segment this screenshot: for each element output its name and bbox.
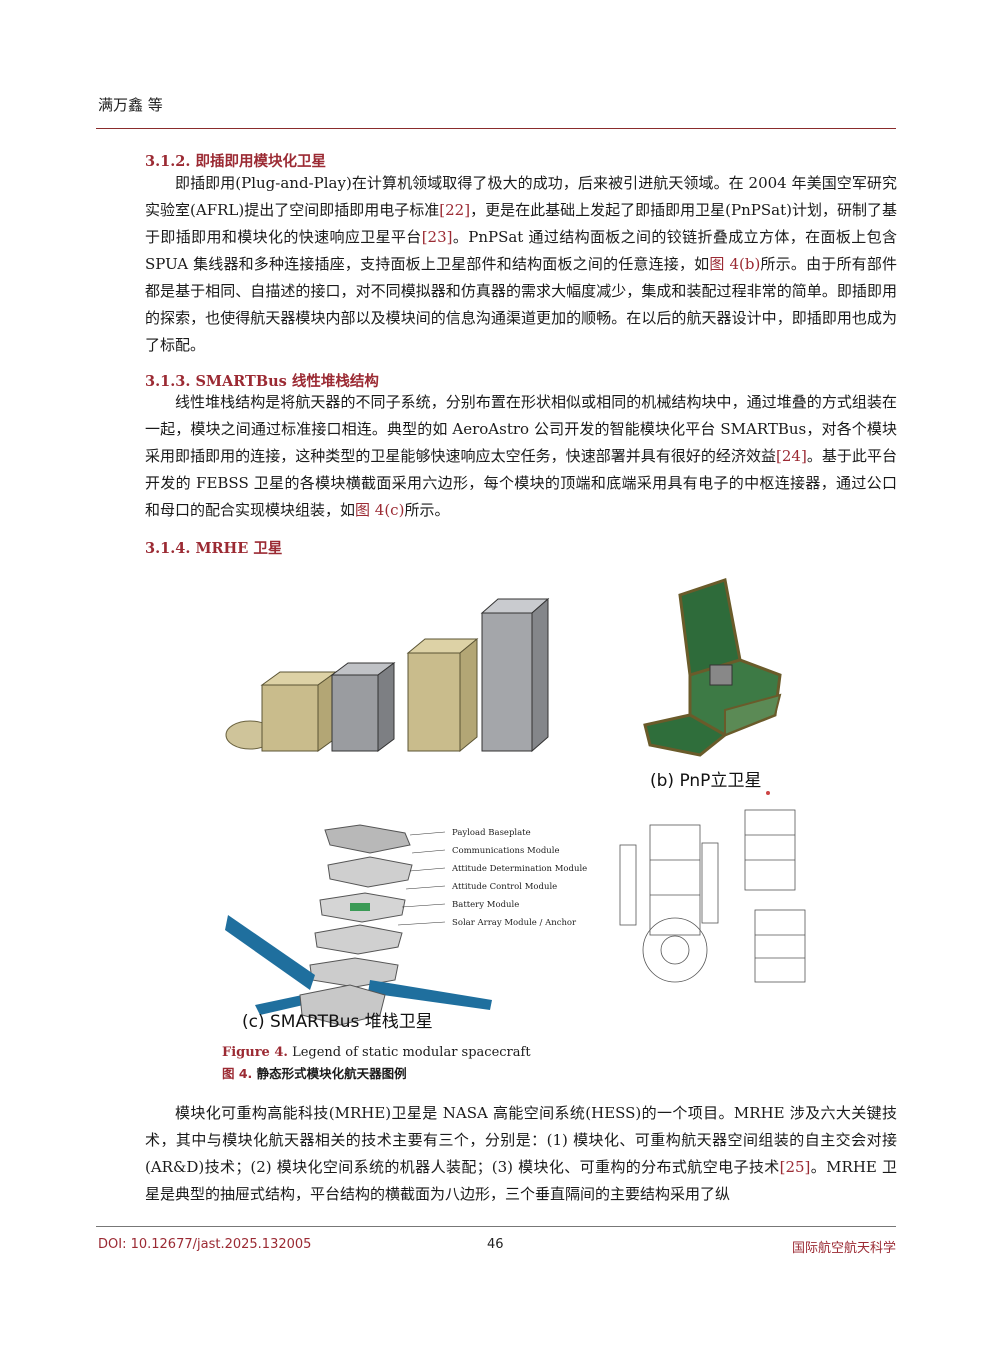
legend-item-4: Attitude Control Module xyxy=(451,882,557,892)
figure-caption-label-cn: 图 4. xyxy=(222,1066,253,1081)
legend-item-3: Attitude Determination Module xyxy=(451,864,587,874)
cubesat-family-image xyxy=(225,597,550,753)
citation-link[interactable]: [22] xyxy=(439,201,471,219)
footer-doi: DOI: 10.12677/jast.2025.132005 xyxy=(98,1237,312,1252)
paragraph-text: ，更是在此基础上发起了即插即用卫星(PnPSat)计划，研制了基于即插即用和模块… xyxy=(145,201,897,246)
pnp-satellite-image: (b) PnP立卫星 xyxy=(643,578,782,791)
figure-label-c: (c) SMARTBus 堆栈卫星 xyxy=(242,1012,433,1032)
paragraph-text: 。MRHE 卫星是典型的抽屉式结构，平台结构的横截面为八边形，三个垂直隔间的主要… xyxy=(145,1158,898,1203)
legend-item-2: Communications Module xyxy=(452,846,560,856)
footer-divider xyxy=(96,1226,896,1227)
footer-journal: 国际航空航天科学 xyxy=(791,1241,896,1256)
figure-label-b: (b) PnP立卫星 xyxy=(650,771,761,791)
running-header-author: 满万鑫 等 xyxy=(98,96,163,114)
citation-link[interactable]: [23] xyxy=(421,228,453,246)
figure-caption-text-cn: 静态形式模块化航天器图例 xyxy=(252,1066,407,1081)
figure-caption-label-en: Figure 4. xyxy=(222,1045,288,1060)
mrhe-line-drawing-image xyxy=(619,791,806,983)
paragraph-text: 。基于此平台开发的 FEBSS 卫星的各模块横截面采用六边形，每个模块的顶端和底… xyxy=(145,447,897,519)
paragraph-smartbus: 线性堆栈结构是将航天器的不同子系统，分别布置在形状相似或相同的机械结构块中，通过… xyxy=(145,389,897,524)
citation-link[interactable]: 图 4(b) xyxy=(709,255,761,273)
paragraph-text: 所示。由于所有部件都是基于相同、自描述的接口，对不同模拟器和仿真器的需求大幅度减… xyxy=(145,255,898,354)
section-heading-3-1-4: 3.1.4. MRHE 卫星 xyxy=(145,540,283,557)
paragraph-text: 模块化可重构高能科技(MRHE)卫星是 NASA 高能空间系统(HESS)的一个… xyxy=(145,1104,897,1176)
citation-link[interactable]: 图 4(c) xyxy=(355,501,405,519)
paragraph-text: 线性堆栈结构是将航天器的不同子系统，分别布置在形状相似或相同的机械结构块中，通过… xyxy=(145,393,897,465)
legend-item-1: Payload Baseplate xyxy=(452,828,531,838)
smartbus-stack-image: (c) SMARTBus 堆栈卫星 xyxy=(225,824,492,1032)
header-divider xyxy=(96,128,896,129)
legend-item-5: Battery Module xyxy=(452,900,519,910)
paragraph-mrhe: 模块化可重构高能科技(MRHE)卫星是 NASA 高能空间系统(HESS)的一个… xyxy=(145,1100,897,1208)
smartbus-legend: Payload Baseplate Communications Module … xyxy=(397,828,587,928)
figure-4: (b) PnP立卫星 (c) SMARTBus 堆栈卫星 Payload Bas… xyxy=(220,575,840,1040)
footer-page-number: 46 xyxy=(487,1237,504,1252)
figure-caption-cn: 图 4. 静态形式模块化航天器图例 xyxy=(222,1063,407,1082)
paragraph-text: 。PnPSat 通过结构面板之间的铰链折叠成立方体，在面板上包含 SPUA 集线… xyxy=(145,228,897,273)
section-heading-3-1-3: 3.1.3. SMARTBus 线性堆栈结构 xyxy=(145,373,379,390)
figure-4-illustration: (b) PnP立卫星 (c) SMARTBus 堆栈卫星 Payload Bas… xyxy=(225,578,806,1032)
paragraph-pnp: 即插即用(Plug-and-Play)在计算机领域取得了极大的成功，后来被引进航… xyxy=(145,170,897,359)
citation-link[interactable]: [25] xyxy=(779,1158,811,1176)
citation-link[interactable]: [24] xyxy=(776,447,807,465)
paragraph-text: 所示。 xyxy=(404,501,450,519)
legend-item-6: Solar Array Module / Anchor xyxy=(452,918,577,928)
figure-caption-text-en: Legend of static modular spacecraft xyxy=(287,1045,531,1060)
figure-caption-en: Figure 4. Legend of static modular space… xyxy=(222,1045,531,1060)
section-heading-3-1-2: 3.1.2. 即插即用模块化卫星 xyxy=(145,153,326,170)
paragraph-text: 即插即用(Plug-and-Play)在计算机领域取得了极大的成功，后来被引进航… xyxy=(145,174,897,219)
